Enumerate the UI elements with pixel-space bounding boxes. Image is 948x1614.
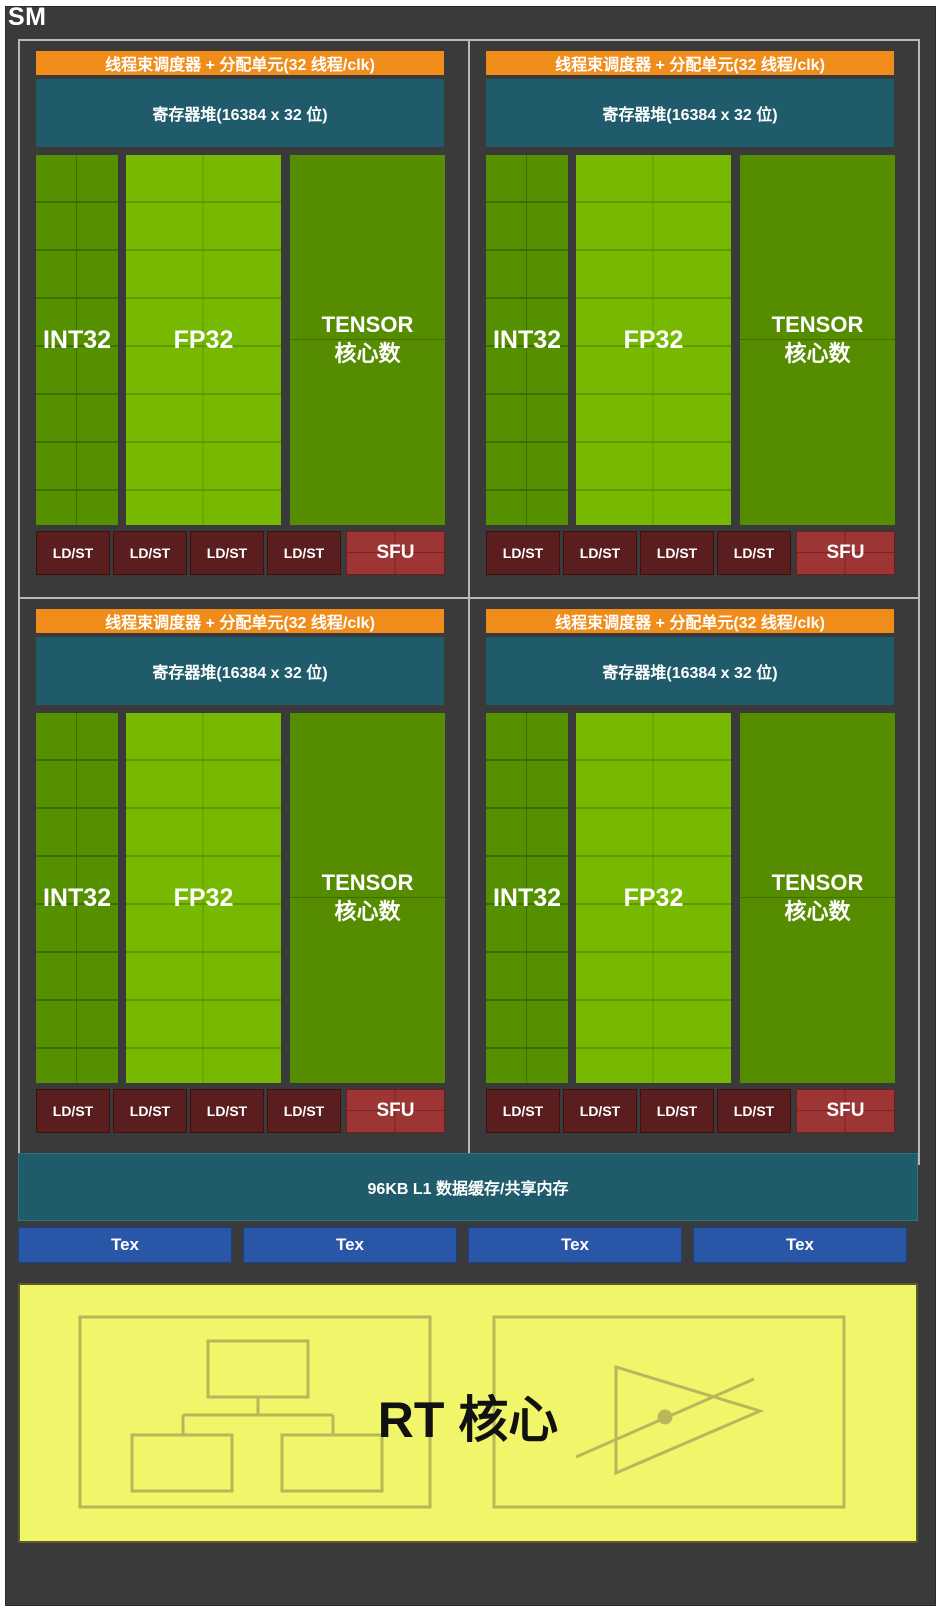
warp-scheduler: 线程束调度器 + 分配单元(32 线程/clk)	[36, 51, 444, 75]
processing-block-2: 线程束调度器 + 分配单元(32 线程/clk) 寄存器堆(16384 x 32…	[18, 597, 470, 1165]
sfu-unit: SFU	[346, 1089, 445, 1133]
sfu-unit: SFU	[796, 531, 895, 575]
tensor-label-line1: TENSOR	[321, 312, 414, 338]
l1-data-cache: 96KB L1 数据缓存/共享内存	[18, 1153, 918, 1221]
ldst-unit: LD/ST	[113, 1089, 187, 1133]
tensor-label-line1: TENSOR	[321, 870, 414, 896]
fp32-units: FP32	[126, 155, 281, 525]
ldst-unit: LD/ST	[36, 531, 110, 575]
tensor-cores: TENSOR 核心数	[290, 155, 445, 525]
int32-units: INT32	[486, 155, 568, 525]
tensor-cores: TENSOR 核心数	[740, 713, 895, 1083]
tex-unit: Tex	[693, 1227, 907, 1263]
tensor-cores: TENSOR 核心数	[740, 155, 895, 525]
ldst-unit: LD/ST	[113, 531, 187, 575]
ldst-unit: LD/ST	[563, 1089, 637, 1133]
register-file: 寄存器堆(16384 x 32 位)	[36, 79, 444, 147]
tree-diagram-icon	[78, 1315, 432, 1509]
processing-block-0: 线程束调度器 + 分配单元(32 线程/clk) 寄存器堆(16384 x 32…	[18, 39, 470, 607]
processing-block-1: 线程束调度器 + 分配单元(32 线程/clk) 寄存器堆(16384 x 32…	[468, 39, 920, 607]
ldst-unit: LD/ST	[267, 1089, 341, 1133]
ray-triangle-intersection-icon	[492, 1315, 846, 1509]
ldst-unit: LD/ST	[190, 531, 264, 575]
int32-units: INT32	[36, 713, 118, 1083]
sfu-unit: SFU	[796, 1089, 895, 1133]
rt-core-graphics	[78, 1315, 846, 1509]
register-file: 寄存器堆(16384 x 32 位)	[36, 637, 444, 705]
fp32-units: FP32	[126, 713, 281, 1083]
tensor-label-line2: 核心数	[784, 341, 851, 366]
warp-scheduler: 线程束调度器 + 分配单元(32 线程/clk)	[486, 609, 894, 633]
tensor-label-line2: 核心数	[334, 341, 401, 366]
warp-scheduler: 线程束调度器 + 分配单元(32 线程/clk)	[486, 51, 894, 75]
rt-core: RT 核心	[18, 1283, 918, 1543]
ldst-unit: LD/ST	[267, 531, 341, 575]
int32-units: INT32	[486, 713, 568, 1083]
tensor-label-line1: TENSOR	[771, 312, 864, 338]
ldst-unit: LD/ST	[486, 1089, 560, 1133]
processing-block-3: 线程束调度器 + 分配单元(32 线程/clk) 寄存器堆(16384 x 32…	[468, 597, 920, 1165]
ldst-unit: LD/ST	[190, 1089, 264, 1133]
tensor-label-line2: 核心数	[784, 899, 851, 924]
tensor-label-line1: TENSOR	[771, 870, 864, 896]
sm-frame: SM 线程束调度器 + 分配单元(32 线程/clk) 寄存器堆(16384 x…	[5, 3, 936, 1606]
register-file: 寄存器堆(16384 x 32 位)	[486, 79, 894, 147]
fp32-units: FP32	[576, 713, 731, 1083]
fp32-units: FP32	[576, 155, 731, 525]
sm-title: SM	[8, 3, 47, 31]
tex-unit: Tex	[18, 1227, 232, 1263]
tensor-cores: TENSOR 核心数	[290, 713, 445, 1083]
register-file: 寄存器堆(16384 x 32 位)	[486, 637, 894, 705]
warp-scheduler: 线程束调度器 + 分配单元(32 线程/clk)	[36, 609, 444, 633]
ldst-unit: LD/ST	[640, 531, 714, 575]
tex-unit: Tex	[243, 1227, 457, 1263]
ldst-unit: LD/ST	[486, 531, 560, 575]
tensor-label-line2: 核心数	[334, 899, 401, 924]
ldst-unit: LD/ST	[36, 1089, 110, 1133]
int32-units: INT32	[36, 155, 118, 525]
tex-unit: Tex	[468, 1227, 682, 1263]
sfu-unit: SFU	[346, 531, 445, 575]
ldst-unit: LD/ST	[717, 531, 791, 575]
ldst-unit: LD/ST	[563, 531, 637, 575]
ldst-unit: LD/ST	[717, 1089, 791, 1133]
rt-core-label: RT 核心	[377, 1392, 559, 1448]
ldst-unit: LD/ST	[640, 1089, 714, 1133]
